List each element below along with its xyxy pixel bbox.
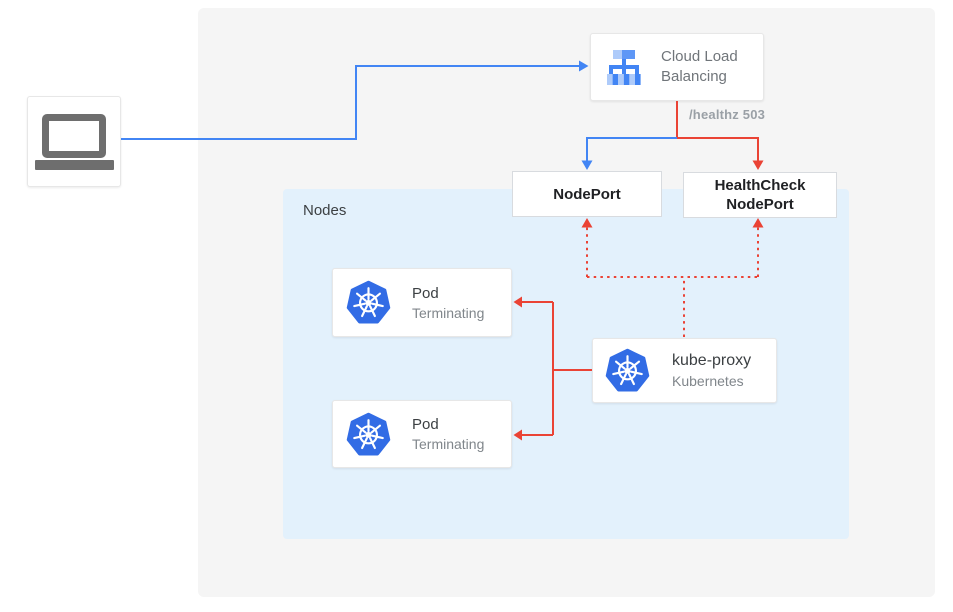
pod-node-1: Pod Terminating (332, 268, 512, 337)
client-device-node (27, 96, 121, 187)
cloud-load-balancing-node: Cloud Load Balancing (590, 33, 764, 101)
kubernetes-icon (346, 412, 391, 455)
cloud-load-balancing-icon (607, 50, 641, 85)
kube-proxy-title: kube-proxy (672, 352, 752, 369)
nodeport-node: NodePort (512, 171, 662, 217)
nodes-label: Nodes (303, 202, 347, 219)
healthcheck-nodeport-node: HealthCheck NodePort (683, 172, 837, 218)
pod-status: Terminating (412, 304, 485, 321)
laptop-base (34, 159, 114, 170)
laptop-icon (34, 113, 114, 170)
cloud-load-balancing-label: Cloud Load Balancing (661, 48, 738, 85)
kube-proxy-node: kube-proxy Kubernetes (592, 338, 777, 403)
pod-status: Terminating (412, 436, 485, 452)
pod-node-2: Pod Terminating (332, 400, 512, 468)
kubernetes-icon (346, 280, 391, 324)
pod-title: Pod (412, 416, 439, 433)
kube-proxy-subtitle: Kubernetes (672, 373, 744, 389)
pod-title: Pod (412, 284, 439, 302)
nodeport-label: NodePort (553, 185, 621, 203)
healthcheck-nodeport-label: HealthCheck NodePort (714, 177, 806, 213)
laptop-screen (42, 113, 106, 158)
kubernetes-icon (605, 348, 650, 392)
healthz-status-label: /healthz 503 (689, 107, 766, 122)
